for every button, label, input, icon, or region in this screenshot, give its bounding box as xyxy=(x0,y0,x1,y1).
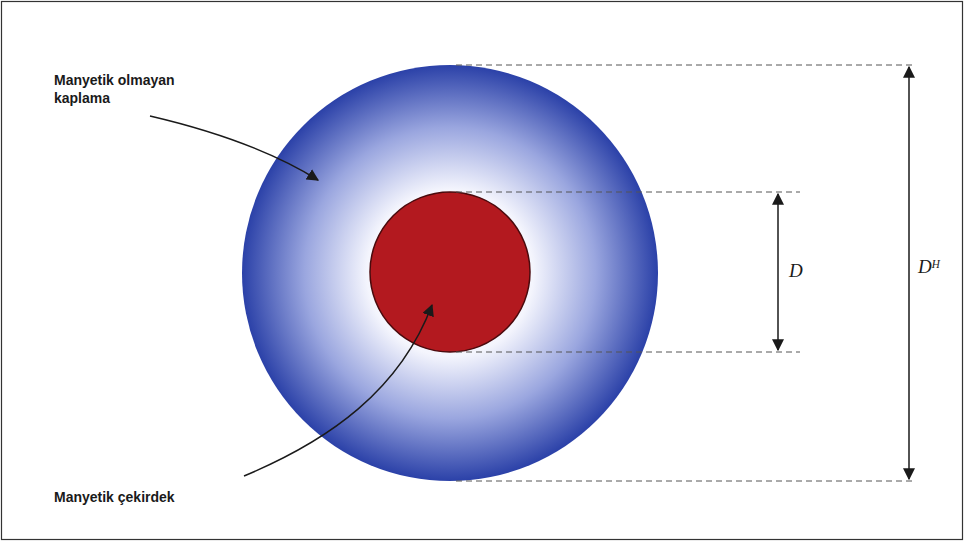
dimension-label: Dᴴ xyxy=(918,256,939,278)
dimension-guides xyxy=(456,65,912,481)
shell-dimension-arrow xyxy=(908,67,910,479)
core-leader xyxy=(244,305,432,476)
callout-label: Manyetik çekirdek xyxy=(54,488,175,506)
shell-leader xyxy=(150,116,318,180)
nonmagnetic-shell xyxy=(242,65,658,481)
callout-label: Manyetik olmayan kaplama xyxy=(54,71,204,107)
magnetic-core xyxy=(370,192,530,352)
dimension-label: D xyxy=(789,260,803,282)
core-dimension-arrow xyxy=(777,194,779,350)
